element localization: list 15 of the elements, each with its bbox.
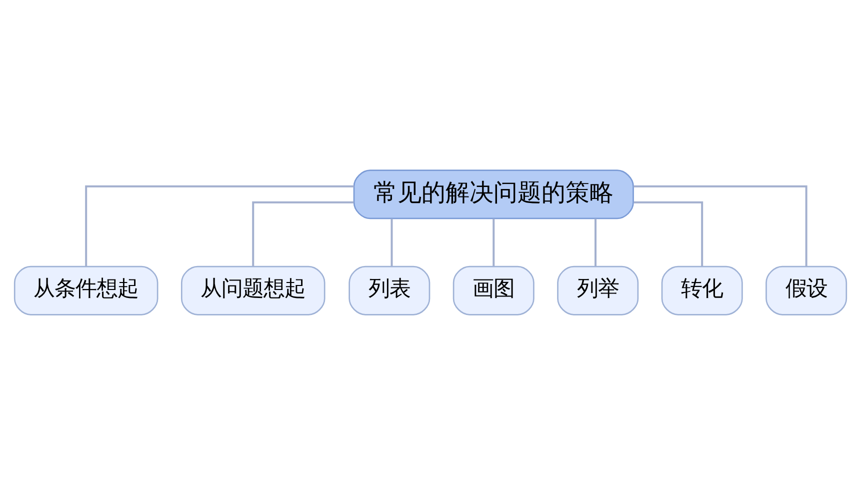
connector (390, 218, 392, 266)
connector (84, 184, 354, 266)
connector (594, 218, 596, 266)
node-box: 列举 (556, 265, 638, 315)
connector (492, 218, 494, 266)
node-box: 假设 (765, 265, 847, 315)
node-box: 列表 (348, 265, 430, 315)
node-box: 从问题想起 (180, 265, 325, 315)
connector (633, 200, 703, 266)
node-box: 从条件想起 (13, 265, 158, 315)
node-box: 常见的解决问题的策略 (352, 169, 634, 219)
connector (252, 200, 354, 266)
node-box: 转化 (660, 265, 742, 315)
node-box: 画图 (452, 265, 534, 315)
connector (633, 184, 807, 266)
